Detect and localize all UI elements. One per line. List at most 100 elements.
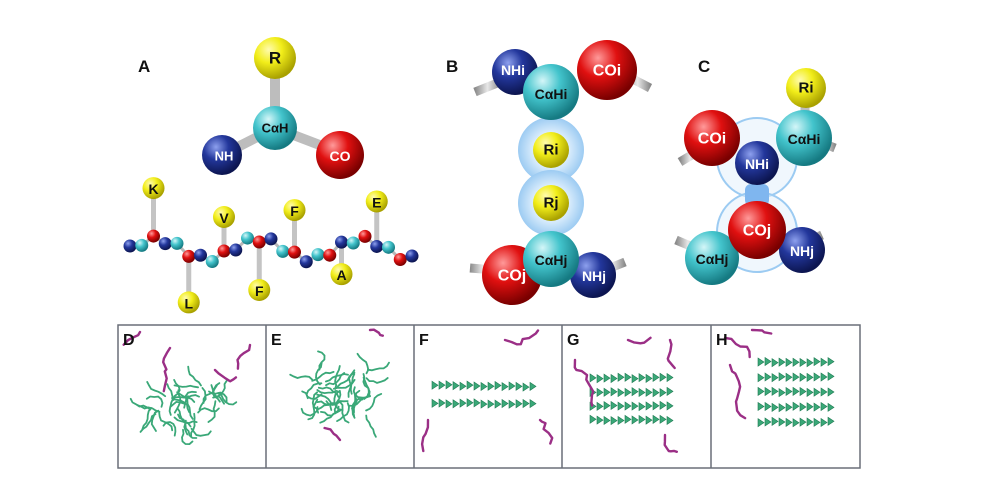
- beta-strand-segment: [771, 373, 779, 383]
- aggregate-strand: [347, 373, 356, 398]
- aggregate-strand: [181, 428, 194, 446]
- beta-strand-segment: [764, 417, 772, 427]
- aggregate-strand: [146, 381, 167, 398]
- peptide-coil: [368, 328, 384, 337]
- beta-strand-segment: [617, 388, 625, 398]
- beta-strand-segment: [820, 357, 828, 367]
- aggregate-strand: [367, 361, 390, 372]
- beta-strand-segment: [645, 387, 653, 397]
- aggregate-strand: [325, 372, 346, 387]
- amide-atom: [335, 235, 348, 249]
- alpha-carbon-atom: [382, 240, 395, 254]
- beta-strand-segment: [596, 415, 604, 425]
- peptide-coil: [728, 363, 747, 420]
- aggregate-strand: [141, 407, 153, 431]
- alpha-carbon-atom: [276, 244, 290, 258]
- beta-strand-segment: [827, 402, 835, 412]
- beta-strand-segment: [771, 402, 779, 412]
- residue-atom: [177, 291, 200, 314]
- residue-label: F: [290, 203, 299, 219]
- aggregate-strand: [171, 397, 191, 414]
- beta-strand-segment: [771, 416, 779, 426]
- beta-strand-segment: [508, 381, 516, 391]
- carbonyl-atom: [728, 201, 786, 259]
- aggregate-strand: [301, 390, 323, 400]
- aggregate-strand: [183, 390, 197, 409]
- beta-strand-segment: [666, 401, 674, 411]
- amide-atom: [735, 141, 779, 185]
- beta-strand-segment: [596, 387, 604, 397]
- beta-strand-segment: [799, 357, 807, 368]
- carbonyl-atom: [684, 110, 740, 166]
- snapshot-g: [573, 336, 678, 453]
- beta-strand-segment: [813, 417, 821, 427]
- amide-atom: [570, 252, 616, 298]
- beta-strand-segment: [820, 387, 828, 397]
- aggregate-strand: [139, 413, 157, 433]
- beta-strand-segment: [806, 387, 814, 397]
- hydrogen-bond: [745, 184, 769, 206]
- beta-strand-segment: [596, 401, 604, 411]
- snapshot-strip: D E F G H: [117, 324, 861, 469]
- aggregate-strand: [315, 362, 323, 386]
- beta-strand-segment: [610, 387, 618, 397]
- beta-strand-segment: [813, 372, 821, 382]
- beta-strand-segment: [638, 414, 646, 425]
- panel-b: B NHi COi CαHi Ri Rj COj NHj CαHj: [446, 40, 653, 305]
- peptide-coil: [723, 336, 751, 359]
- panel-label-g: G: [567, 332, 579, 349]
- aggregate-strand: [186, 395, 194, 420]
- beta-strand-segment: [438, 398, 446, 408]
- nh-j-label: NHj: [790, 243, 814, 259]
- peptide-coil: [503, 329, 540, 346]
- residue-atom: [365, 190, 388, 213]
- aggregate-strand: [351, 393, 357, 419]
- beta-strand-segment: [785, 402, 793, 412]
- beta-strand-segment: [799, 372, 807, 382]
- beta-strand-segment: [792, 372, 800, 382]
- beta-strand-segment: [487, 381, 495, 391]
- residue-atom: [213, 205, 235, 228]
- beta-strand-segment: [652, 414, 660, 424]
- beta-strand-segment: [799, 402, 807, 412]
- beta-strand-segment: [764, 356, 772, 367]
- peptide-coil: [420, 418, 430, 453]
- aggregate-strand: [190, 427, 212, 437]
- beta-strand-segment: [778, 372, 786, 382]
- residue-atom: [248, 279, 271, 302]
- beta-strand-segment: [806, 417, 814, 427]
- beta-strand-segment: [589, 414, 597, 424]
- beta-strand-segment: [452, 381, 460, 391]
- beta-strand-segment: [631, 374, 639, 384]
- beta-strand-segment: [466, 398, 474, 408]
- aggregate-strand: [339, 401, 350, 424]
- amide-atom: [229, 243, 243, 257]
- aggregate-strand: [158, 411, 174, 432]
- beta-strand-segment: [764, 386, 772, 397]
- aggregate-strand: [171, 396, 196, 403]
- beta-strand-segment: [778, 417, 786, 427]
- beta-strand-segment: [508, 399, 516, 409]
- beta-strand-segment: [652, 401, 660, 411]
- beta-strand-segment: [652, 388, 660, 398]
- carbonyl-atom: [252, 235, 266, 249]
- beta-strand-segment: [659, 414, 667, 424]
- snapshot-e: [289, 328, 390, 442]
- co-i-label: COi: [593, 63, 621, 80]
- aggregate-strand: [334, 365, 341, 390]
- carbonyl-atom: [577, 40, 637, 100]
- residue-label: K: [148, 181, 158, 197]
- peptide-coil: [122, 330, 142, 346]
- peptide-coil: [323, 426, 342, 442]
- aggregate-strand: [190, 412, 196, 438]
- beta-strand-segment: [645, 415, 653, 425]
- beta-strand-segment: [785, 386, 793, 397]
- amide-atom: [405, 249, 419, 263]
- beta-strand-segment: [792, 386, 800, 396]
- beta-strand-segment: [827, 357, 835, 367]
- co-i-label: COi: [698, 131, 726, 148]
- peptide-coil: [162, 346, 172, 393]
- ca-i-label: CαHi: [788, 131, 821, 147]
- beta-strand-segment: [529, 399, 537, 409]
- amide-atom: [123, 239, 137, 253]
